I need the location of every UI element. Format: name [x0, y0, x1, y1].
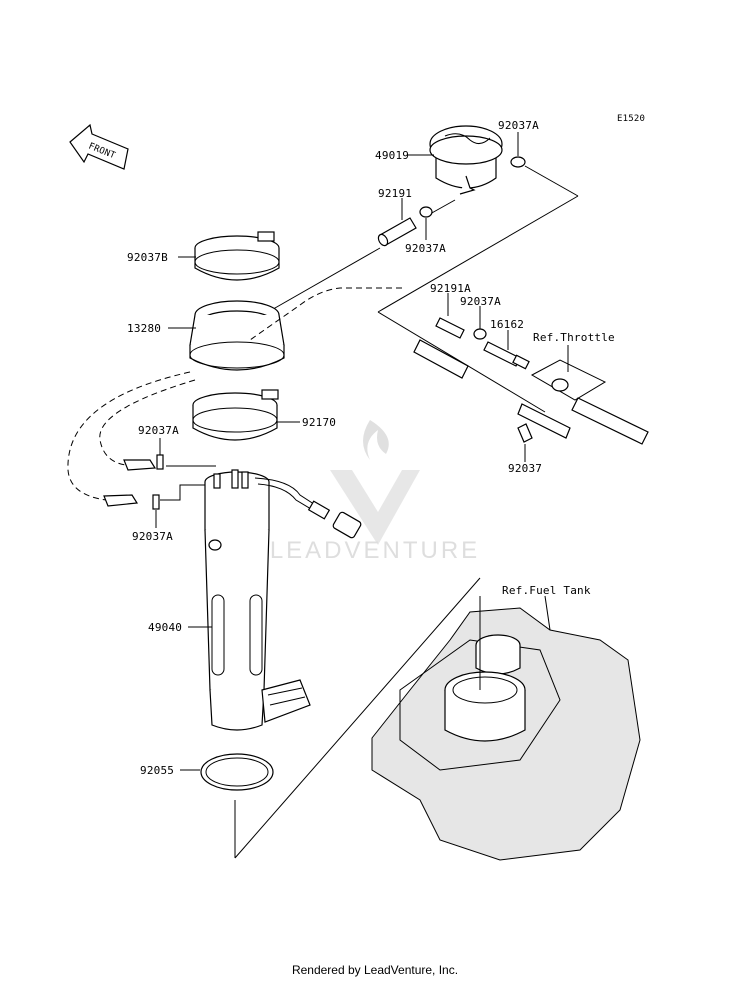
dashed-hose-left-upper — [99, 379, 196, 466]
label-clip-left-upper: 92037A — [138, 424, 179, 437]
ref-box-line-top — [377, 195, 579, 313]
label-clip-left-lower: 92037A — [132, 530, 173, 543]
throttle-clip-part — [551, 378, 569, 392]
clip-left-lower-line — [160, 484, 212, 501]
hose-92191a-part — [435, 317, 465, 339]
valve-16162-part — [483, 341, 530, 370]
clip-hose-part — [419, 206, 433, 218]
leader-ref-fuel-tank-2 — [544, 595, 551, 631]
label-92037b: 92037B — [127, 251, 168, 264]
clip-top-part — [510, 156, 526, 168]
filter-hose-line — [429, 199, 456, 215]
clip-92037-part — [517, 423, 533, 443]
fuel-pump-part — [204, 469, 362, 731]
hose-long-2 — [517, 403, 571, 439]
oring-part — [200, 753, 274, 791]
dashed-hose-left-lower — [67, 371, 191, 501]
label-49019: 49019 — [375, 149, 409, 162]
hose-piece-upper — [123, 459, 157, 471]
ref-throttle-box — [530, 359, 607, 401]
filter-connector-line — [524, 165, 579, 197]
label-92055: 92055 — [140, 764, 174, 777]
clip-left-upper-part — [156, 454, 164, 470]
label-13280: 13280 — [127, 322, 161, 335]
clip-left-lower-part — [152, 494, 160, 510]
diagram-code: E1520 — [617, 114, 645, 124]
label-ref-throttle: Ref.Throttle — [533, 331, 615, 344]
label-ref-fuel-tank: Ref.Fuel Tank — [502, 584, 591, 597]
front-arrow-icon: FRONT — [69, 123, 129, 170]
hose-long-1 — [413, 339, 469, 379]
label-92191a: 92191A — [430, 282, 471, 295]
hose-piece-lower — [103, 494, 139, 507]
label-92191: 92191 — [378, 187, 412, 200]
label-clip-hose: 92037A — [405, 242, 446, 255]
clamp-lower-part — [192, 389, 279, 441]
label-49040: 49040 — [148, 621, 182, 634]
label-92037: 92037 — [508, 462, 542, 475]
tank-ref-line-diagonal — [234, 577, 481, 859]
label-clip-top: 92037A — [498, 119, 539, 132]
hose-to-grommet-line — [267, 247, 381, 313]
hose-92191-part — [377, 217, 417, 247]
clip-92191a-part — [473, 328, 487, 340]
label-clip-92191a: 92037A — [460, 295, 501, 308]
dashed-hose-top — [249, 287, 402, 341]
footer-credit: Rendered by LeadVenture, Inc. — [291, 963, 459, 977]
leadventure-watermark: LEADVENTURE — [270, 420, 480, 564]
grommet-part — [189, 300, 285, 371]
fuel-tank-part — [371, 607, 641, 861]
label-92170: 92170 — [302, 416, 336, 429]
clamp-upper-part — [194, 231, 280, 281]
label-16162: 16162 — [490, 318, 524, 331]
hose-long-3 — [571, 397, 649, 445]
watermark-text: LEADVENTURE — [270, 537, 480, 564]
filter-part — [429, 125, 503, 195]
